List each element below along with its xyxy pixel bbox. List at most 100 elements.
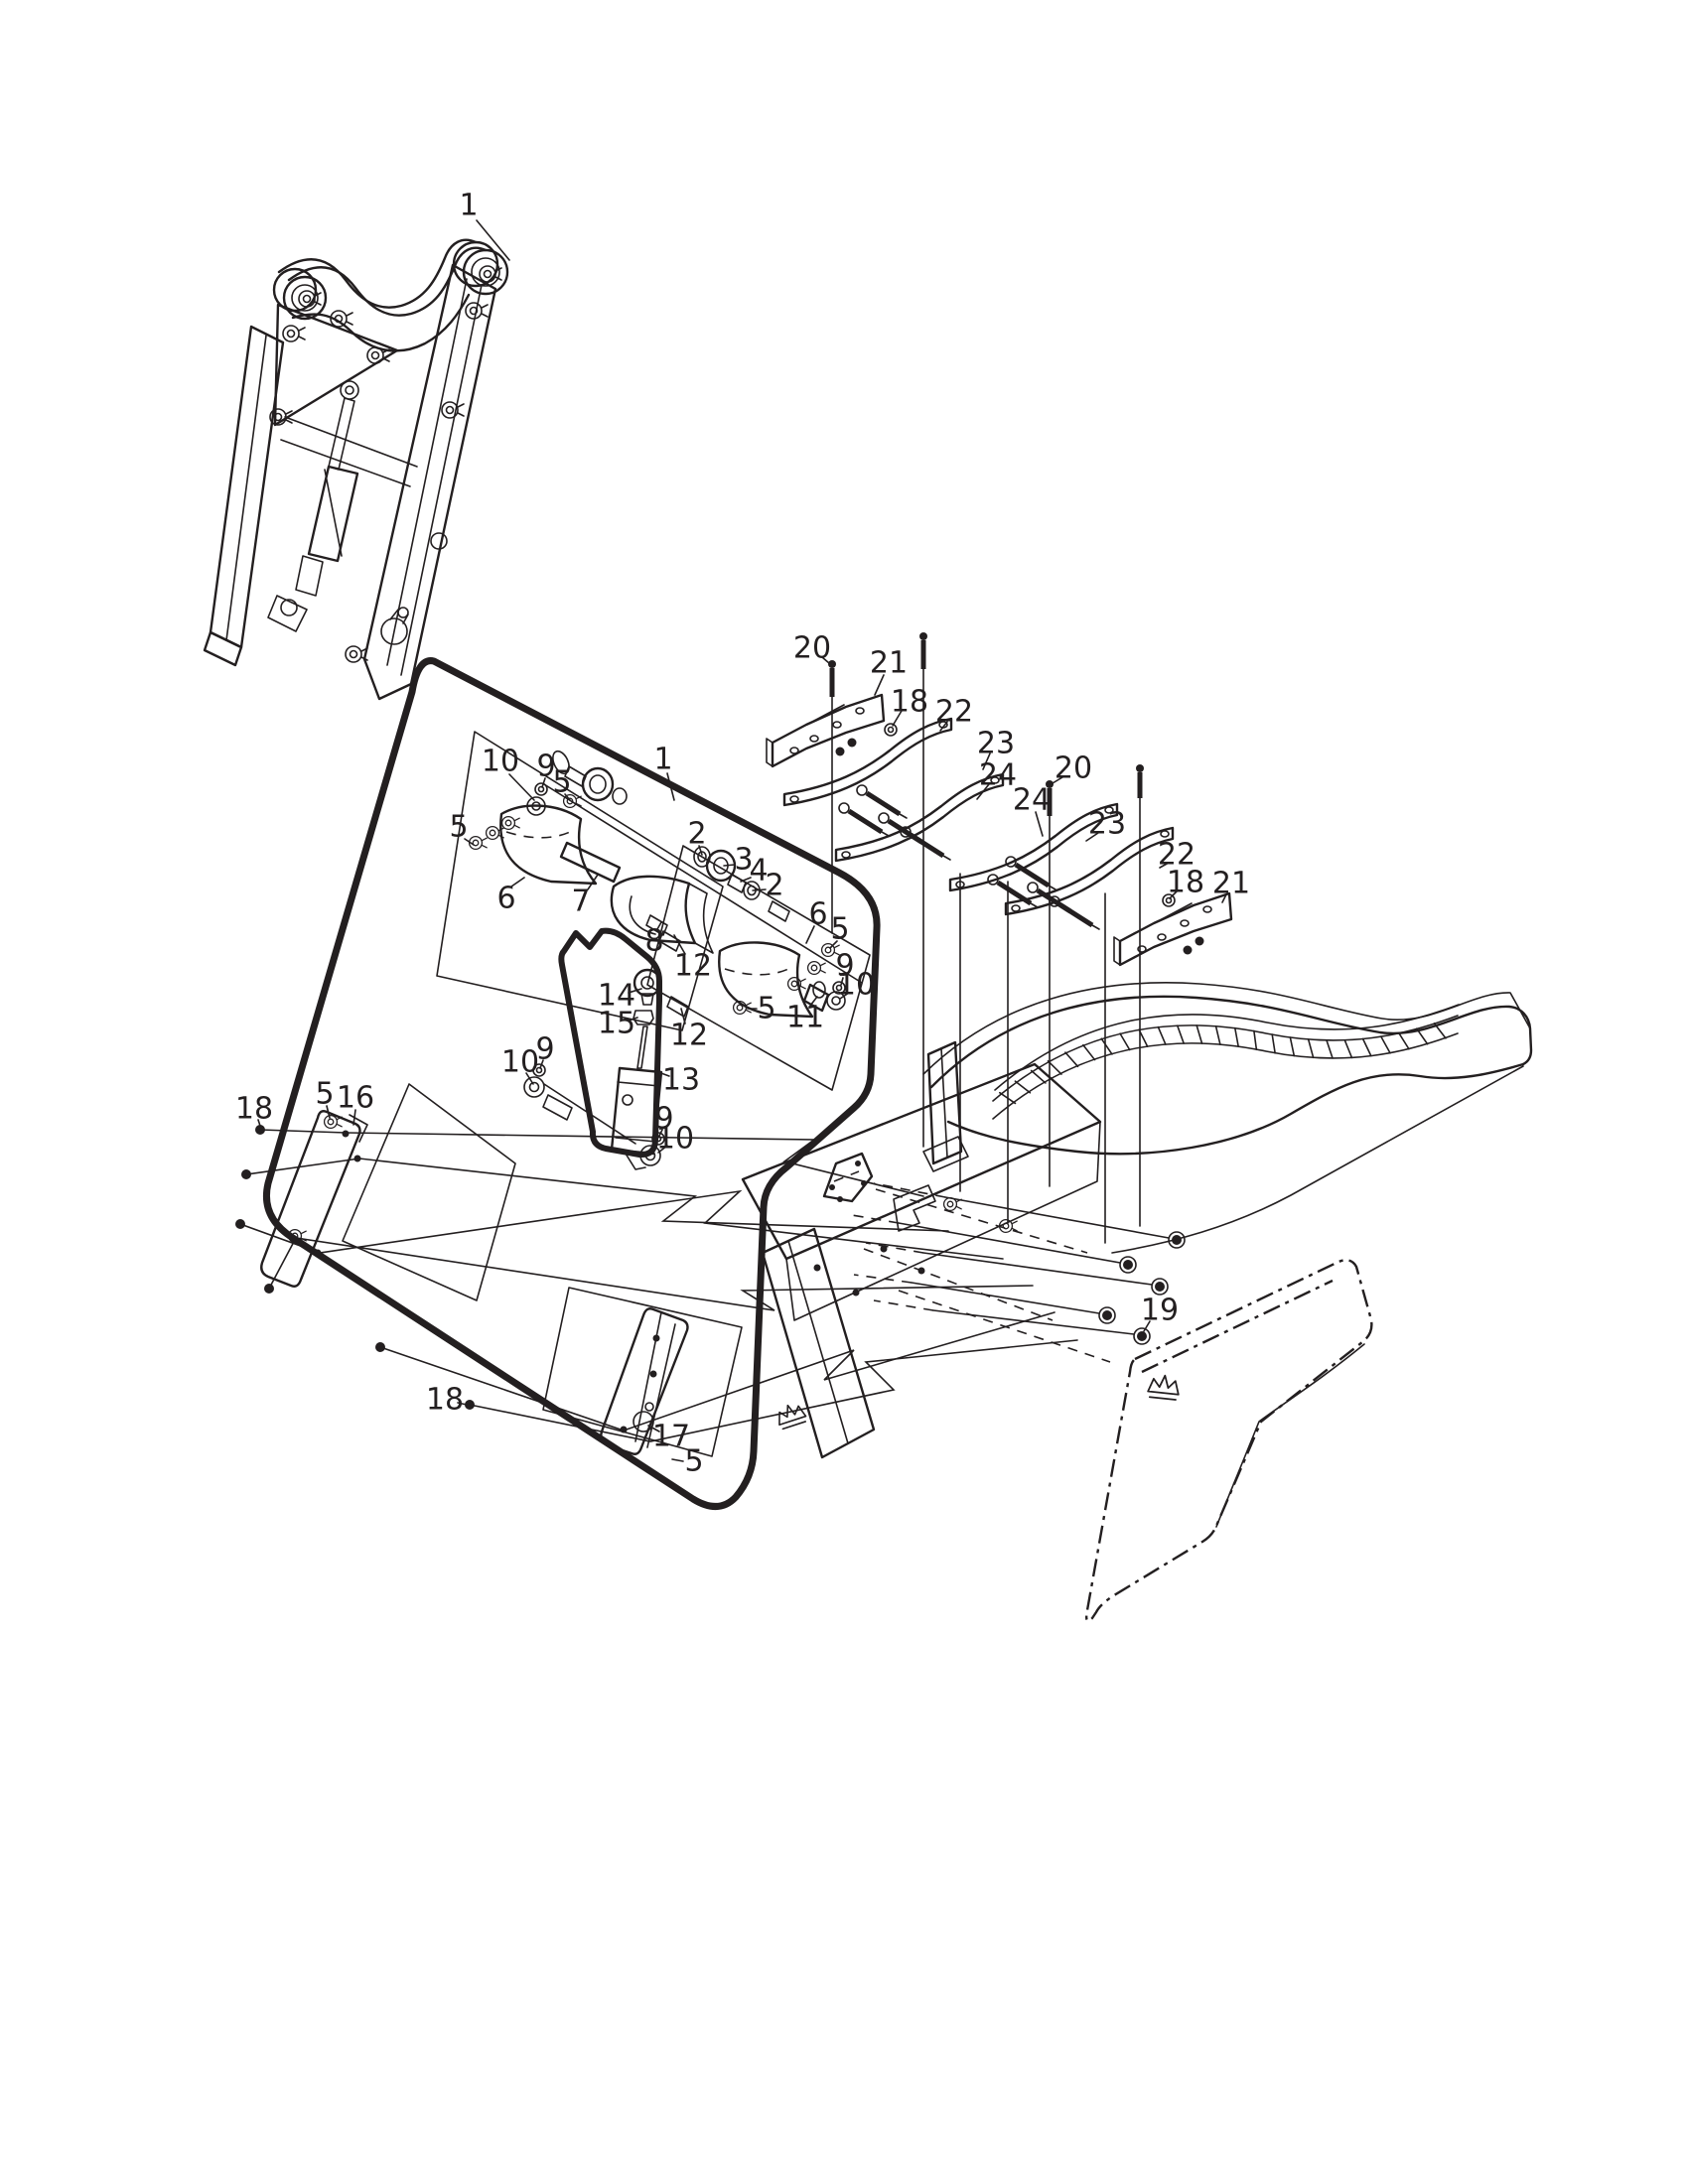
callout-label-h22a: 22 [935, 695, 973, 730]
callout-leader-d9c [539, 1059, 544, 1069]
callout-label-d16: 16 [337, 1081, 374, 1116]
callout-leader-d5c [829, 940, 838, 949]
callout-leader-h18b [1169, 889, 1179, 899]
callout-label-d5e: 5 [315, 1077, 334, 1112]
callout-label-h24a: 24 [979, 758, 1017, 793]
callout-label-d9a: 9 [536, 750, 555, 784]
callout-label-h20a: 20 [793, 631, 831, 666]
callout-label-d12a: 12 [674, 949, 712, 984]
hatch-tick [1307, 1038, 1315, 1059]
callout-leader-d9a [541, 777, 546, 788]
hardware-set-1 [766, 632, 1005, 1148]
hardware-set-2 [948, 764, 1233, 1244]
callout-label-d9b: 9 [835, 949, 854, 984]
machine-body [741, 982, 1533, 1622]
hatch-tick [1064, 1051, 1079, 1068]
hatch-tick [1233, 1026, 1239, 1048]
hatch-tick [1138, 1028, 1149, 1048]
hatch-tick [1214, 1024, 1221, 1045]
hatch-tick [1157, 1025, 1167, 1045]
callout-label-d19: 19 [1141, 1294, 1179, 1328]
callout-label-h23b: 23 [1088, 807, 1126, 842]
hatch-tick [1289, 1036, 1296, 1057]
hatch-tick [1014, 1080, 1032, 1094]
hatch-tick [1176, 1024, 1185, 1044]
bolts-20-set2 [1046, 764, 1144, 1227]
callout-leader-d5f [671, 1458, 684, 1462]
callout-leader-d9d [658, 1129, 663, 1137]
callout-leader-d15 [628, 1017, 638, 1022]
callout-label-h22b: 22 [1158, 838, 1196, 873]
assembled-hitch-unit [203, 238, 509, 701]
callout-leader-d4 [740, 877, 752, 883]
callout-label-h21b: 21 [1212, 867, 1250, 901]
callout-label-d2b: 2 [765, 869, 783, 903]
callout-leader-h23b [1085, 832, 1099, 842]
hatch-tick [1415, 1027, 1429, 1045]
callout-label-d5c: 5 [830, 912, 849, 947]
reference-planes [342, 731, 871, 1457]
callout-label-d6a: 6 [496, 882, 515, 916]
hatch-tick [1100, 1037, 1113, 1055]
callout-label-d10d: 10 [656, 1122, 694, 1157]
callout-leader-d7 [587, 874, 599, 890]
callout-label-d9d: 9 [654, 1102, 673, 1137]
callout-label-h18b: 18 [1167, 866, 1204, 900]
callout-label-d15: 15 [598, 1007, 635, 1041]
callout-leader-d14 [628, 988, 642, 994]
callout-label-d17: 17 [652, 1420, 690, 1454]
callout-label-h18a: 18 [891, 685, 928, 720]
callout-label-d10a: 10 [482, 745, 519, 779]
hatch-tick [1271, 1033, 1276, 1054]
callout-leader-h24a [976, 783, 990, 800]
detail-boundary [262, 657, 881, 1510]
hatch-tick [1326, 1039, 1334, 1059]
callout-leader-d11 [809, 996, 818, 1007]
callout-label-d7: 7 [571, 885, 590, 919]
callout-label-d5a: 5 [552, 765, 571, 800]
bolts-19 [851, 1182, 1186, 1345]
hatch-tick [1030, 1069, 1047, 1084]
hatch-tick [1253, 1029, 1258, 1051]
crown-icon [774, 1400, 808, 1431]
callout-label-d12b: 12 [670, 1019, 708, 1053]
callout-leader-d9b [840, 977, 844, 986]
callout-leader-h23a [982, 752, 991, 770]
hatch-tick [1343, 1038, 1353, 1059]
carriage-bolts-18 [235, 1125, 1078, 1442]
callout-label-h24b: 24 [1013, 783, 1051, 818]
callout-label-h21a: 21 [870, 646, 908, 681]
callout-leader-h22b [1159, 862, 1170, 869]
callout-leader-d3 [723, 864, 736, 867]
callout-label-d5b: 5 [449, 810, 468, 845]
callout-label-d10c: 10 [501, 1045, 539, 1080]
hatch-tick [1398, 1031, 1410, 1050]
hatch-tick [1047, 1059, 1062, 1075]
hatch-tick [1433, 1023, 1447, 1039]
callout-leader-h20a [821, 656, 830, 664]
hatch-tick [999, 1091, 1017, 1105]
callout-leader-d12b [680, 1008, 686, 1024]
callout-label-d3: 3 [734, 843, 753, 878]
callout-leader-d12a [673, 934, 686, 955]
callout-leader-h20b [1052, 776, 1063, 784]
callout-leader-d2a [698, 845, 703, 856]
hatch-tick [1380, 1035, 1391, 1054]
bolts-20-set1 [828, 632, 927, 1148]
hatch-tick [1082, 1043, 1096, 1061]
callout-leader-h21a [874, 674, 885, 696]
callout-leader-d5b [464, 838, 475, 846]
callout-label-d2a: 2 [687, 817, 706, 852]
callout-leader-d10c [525, 1072, 534, 1085]
hatch-tick [1196, 1024, 1203, 1044]
callout-label-d6b: 6 [808, 897, 827, 932]
callout-leader-d6a [510, 877, 525, 887]
hatch-tick [1119, 1032, 1131, 1051]
callout-leader-d10b [839, 992, 850, 1000]
callout-label-d14: 14 [598, 979, 635, 1014]
callout-leader-d18b [457, 1402, 468, 1406]
callout-leader-d18a [257, 1119, 261, 1127]
